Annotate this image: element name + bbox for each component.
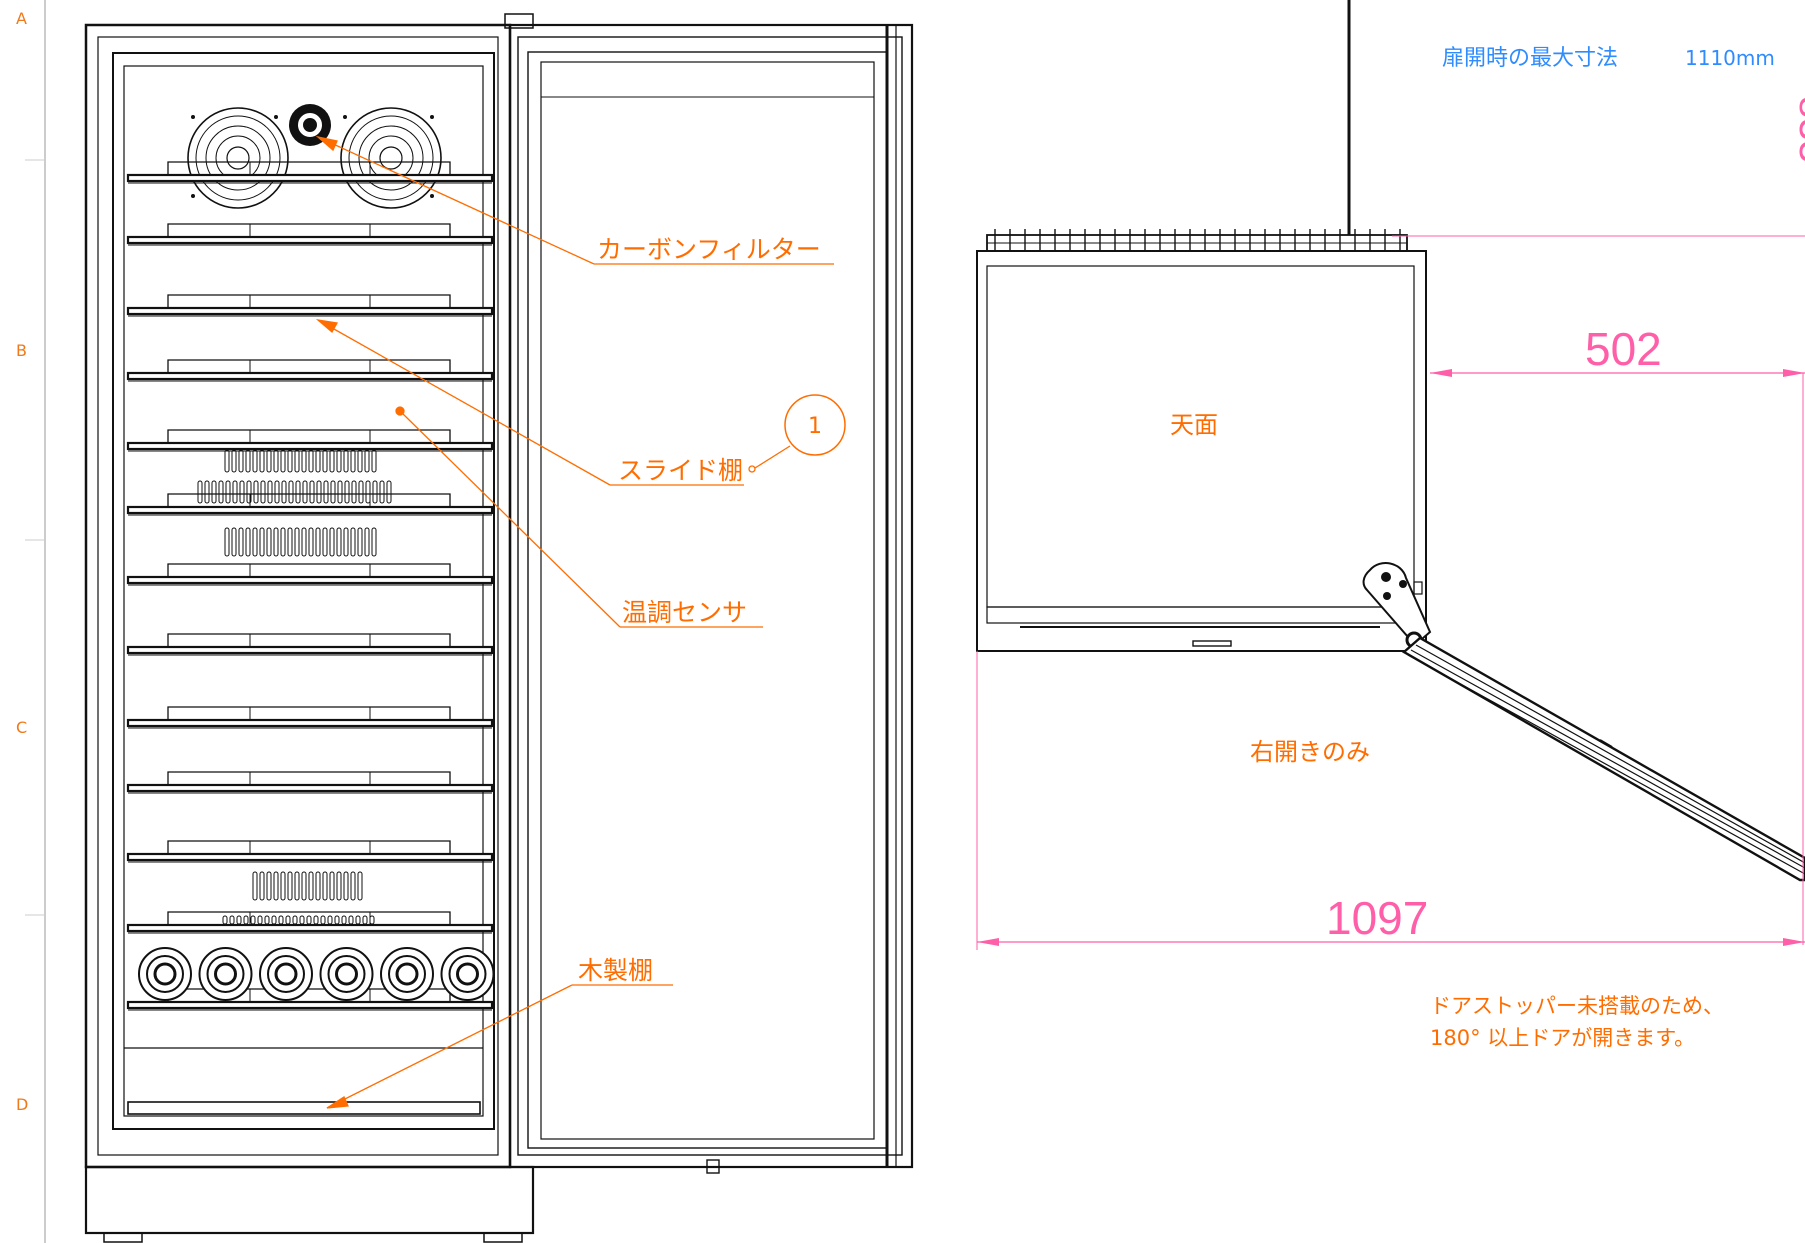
right-hinge-note: 右開きのみ [1250,738,1370,766]
sheet-border [25,0,46,1243]
carbon-filter-knob [289,104,331,146]
top-face-label: 天面 [1170,411,1218,439]
vent-row [224,449,377,473]
grid-row-a: A [16,9,27,28]
item-balloon [784,394,846,456]
front-door [508,23,914,1174]
open-door [1401,636,1805,882]
bottle-row [138,947,495,1001]
shelf [126,493,494,516]
wood-shelf [124,1047,483,1115]
callout-leaders [315,135,834,1109]
stopper-note-line1: ドアストッパー未搭載のため、 [1430,994,1724,1018]
shelf [126,840,494,863]
top-view [976,0,1805,950]
vent-slots [197,449,392,925]
hinge [1362,562,1432,649]
shelf [126,706,494,729]
grid-row-c: C [16,718,27,737]
top-grille [987,229,1407,251]
dimension-1097: 1097 [1326,892,1428,944]
shelf [126,911,494,934]
shelf [126,771,494,794]
vent-row [224,527,377,557]
fan-panel [187,104,442,209]
callout-carbon-filter: カーボンフィルター [597,235,821,264]
dimension-833: 833 [1791,96,1805,163]
bottle-icon [198,947,253,1001]
balloon-number: 1 [808,414,822,439]
max-open-value: 1110mm [1685,46,1775,70]
vent-row [222,915,375,925]
dimension-lines [976,235,1805,950]
vent-row [252,871,363,901]
shelf [126,563,494,586]
max-open-label: 扉開時の最大寸法 [1442,46,1618,71]
shelf [126,294,494,317]
bottle-icon [259,947,313,1001]
shelf [126,223,494,246]
callout-wood-shelf: 木製棚 [578,956,653,985]
shelf [126,633,494,656]
front-view [84,13,914,1243]
shelf [126,359,494,382]
shelf [126,429,494,452]
grid-row-d: D [16,1095,28,1114]
dimension-502: 502 [1585,323,1662,375]
callout-slide-shelf: スライド棚 [618,456,743,485]
bottle-icon [440,947,495,1001]
bottle-icon [138,947,192,1001]
shelf [126,161,494,184]
bottle-icon [380,947,434,1001]
shelf-stack [126,161,494,1011]
bottle-icon [319,947,374,1001]
stopper-note-line2: 180° 以上ドアが開きます。 [1430,1026,1695,1050]
grid-row-b: B [16,341,27,360]
callout-temp-sensor: 温調センサ [622,598,747,627]
vent-row [197,480,392,504]
